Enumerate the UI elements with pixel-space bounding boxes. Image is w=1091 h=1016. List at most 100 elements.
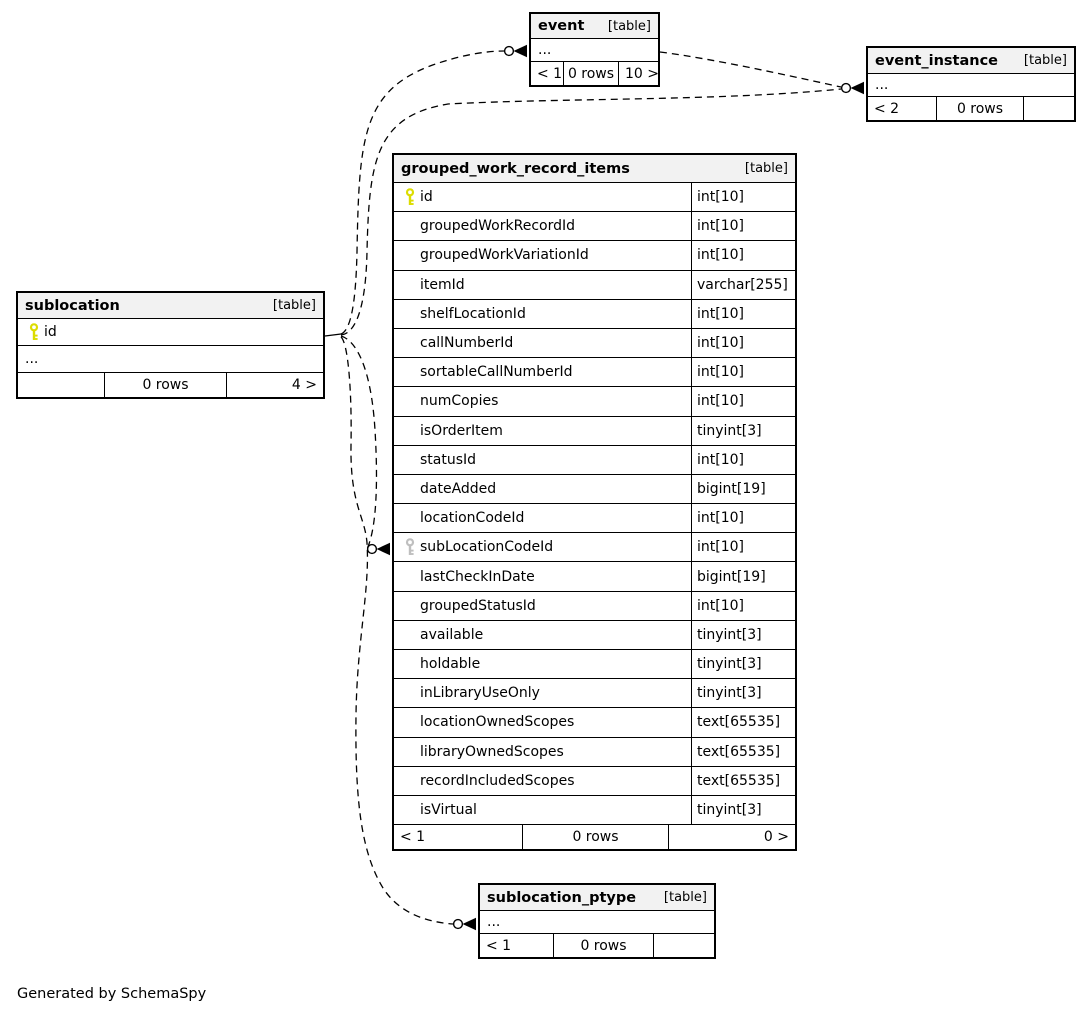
primary-key-icon-slot xyxy=(400,188,420,206)
column-name: groupedStatusId xyxy=(420,597,536,614)
column-type: tinyint[3] xyxy=(691,620,795,649)
column-type: tinyint[3] xyxy=(691,416,795,445)
foreign-key-icon xyxy=(405,538,415,556)
column-name: shelfLocationId xyxy=(420,305,526,322)
column-row-locationCodeId: locationCodeId int[10] xyxy=(394,504,795,534)
column-row-locationOwnedScopes: locationOwnedScopes text[65535] xyxy=(394,708,795,738)
column-name: libraryOwnedScopes xyxy=(420,743,564,760)
column-type: int[10] xyxy=(691,358,795,387)
table-rows: ... xyxy=(480,911,714,934)
primary-key-icon xyxy=(29,323,39,340)
column-type: int[10] xyxy=(691,212,795,241)
footer-row-count: 0 rows xyxy=(553,934,653,957)
footer-row-count: 0 rows xyxy=(563,62,618,85)
footer-parent-count: < 1 xyxy=(537,65,563,82)
crowfoot-connector-sublocationcodeid xyxy=(366,542,390,556)
hidden-columns-ellipsis: ... xyxy=(538,42,552,58)
table-title[interactable]: sublocation_ptype xyxy=(487,889,637,906)
footer-row-count: 0 rows xyxy=(104,373,226,397)
crowfoot-connector-event-instance xyxy=(840,81,864,95)
table-header: event [table] xyxy=(531,14,658,39)
table-grouped-work-record-items[interactable]: grouped_work_record_items [table] id int[… xyxy=(392,153,797,852)
table-header: event_instance [table] xyxy=(868,48,1074,74)
footer-parent-count: < 2 xyxy=(874,100,900,117)
column-type: int[10] xyxy=(691,533,795,562)
table-header: sublocation [table] xyxy=(18,293,323,319)
column-name: groupedWorkVariationId xyxy=(420,247,589,264)
primary-key-icon xyxy=(405,188,415,206)
column-row-id: id xyxy=(18,319,323,346)
table-footer: < 1 0 rows 10 > xyxy=(531,62,659,85)
table-type-tag: [table] xyxy=(607,18,651,34)
column-row-recordIncludedScopes: recordIncludedScopes text[65535] xyxy=(394,766,795,796)
footer-row-count: 0 rows xyxy=(522,825,668,850)
table-type-tag: [table] xyxy=(1023,53,1067,68)
table-event-instance[interactable]: event_instance [table] ... < 2 0 rows xyxy=(866,46,1076,122)
footer-parent-count xyxy=(18,373,104,397)
column-name: locationOwnedScopes xyxy=(420,714,575,731)
column-row-subLocationCodeId: subLocationCodeId int[10] xyxy=(394,533,795,563)
hidden-columns-row: ... xyxy=(18,346,323,373)
footer-parent-count: < 1 xyxy=(400,829,426,846)
column-row-statusId: statusId int[10] xyxy=(394,445,795,475)
table-sublocation-ptype[interactable]: sublocation_ptype [table] ... < 1 0 rows xyxy=(478,883,716,959)
hidden-columns-row: ... xyxy=(531,39,658,62)
column-type: bigint[19] xyxy=(691,474,795,504)
generated-by-credit: Generated by SchemaSpy xyxy=(17,986,207,1002)
table-title[interactable]: event xyxy=(538,18,585,34)
table-footer: < 2 0 rows xyxy=(868,97,1074,120)
column-type: bigint[19] xyxy=(691,562,795,591)
column-type: text[65535] xyxy=(691,708,795,737)
table-title[interactable]: sublocation xyxy=(25,297,120,314)
column-name: numCopies xyxy=(420,393,499,410)
column-type: tinyint[3] xyxy=(691,650,795,679)
column-type: int[10] xyxy=(691,328,795,358)
table-type-tag: [table] xyxy=(744,161,788,176)
table-sublocation[interactable]: sublocation [table] id... 0 rows 4 > xyxy=(16,291,325,399)
table-title[interactable]: event_instance xyxy=(875,52,999,69)
footer-row-count: 0 rows xyxy=(936,97,1023,120)
relationship-line-event-event-instance xyxy=(659,51,842,88)
table-header: grouped_work_record_items [table] xyxy=(394,155,795,183)
column-name: id xyxy=(44,324,57,340)
column-type: text[65535] xyxy=(691,737,795,766)
table-rows: ... xyxy=(868,74,1074,97)
footer-child-count xyxy=(1023,97,1074,120)
column-name: statusId xyxy=(420,451,477,468)
table-title[interactable]: grouped_work_record_items xyxy=(401,160,630,177)
relationship-line-sublocation-grouped-work-record-items xyxy=(340,335,378,550)
column-row-isOrderItem: isOrderItem tinyint[3] xyxy=(394,416,795,446)
table-event[interactable]: event [table] ... < 1 0 rows 10 > xyxy=(529,12,660,87)
footer-child-count xyxy=(653,934,714,957)
column-name: id xyxy=(420,189,433,206)
column-type: text[65535] xyxy=(691,766,795,795)
column-name: recordIncludedScopes xyxy=(420,772,575,789)
footer-child-count: 0 > xyxy=(668,825,795,850)
column-type: int[10] xyxy=(691,445,795,474)
relationship-line-sublocation-event xyxy=(340,50,505,335)
column-name: itemId xyxy=(420,276,465,293)
column-type: tinyint[3] xyxy=(691,679,795,708)
foreign-key-icon-slot xyxy=(400,538,420,556)
hidden-columns-row: ... xyxy=(480,911,714,934)
relationship-stub-sublocation-id xyxy=(324,333,342,337)
column-type: tinyint[3] xyxy=(691,795,795,825)
column-name: isOrderItem xyxy=(420,422,503,439)
table-rows: ... xyxy=(531,39,658,62)
column-name: subLocationCodeId xyxy=(420,539,554,556)
column-type: int[10] xyxy=(691,504,795,533)
table-type-tag: [table] xyxy=(272,298,316,313)
column-name: locationCodeId xyxy=(420,510,525,527)
column-name: sortableCallNumberId xyxy=(420,364,573,381)
